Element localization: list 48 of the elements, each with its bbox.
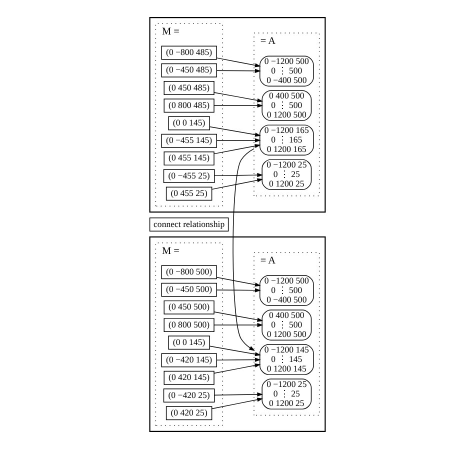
arrow — [213, 322, 263, 328]
arrow — [214, 172, 263, 178]
arrow — [216, 68, 260, 73]
arrow — [214, 392, 263, 397]
arrow — [216, 58, 260, 68]
node-box: (0 0 145) — [168, 116, 210, 130]
node-box: 0 −1200 25 0 ⋮ 25 0 1200 25 — [261, 378, 312, 410]
arrow — [213, 92, 263, 102]
arrow — [213, 104, 263, 108]
node-box: (0 420 25) — [165, 406, 212, 420]
node-box: 0 −1200 500 0 ⋮ 500 0 −400 500 — [259, 56, 314, 87]
node-box: 0 −1200 145 0 ⋮ 145 0 1200 145 — [259, 344, 314, 375]
node-box: 0 −1200 165 0 ⋮ 165 0 1200 165 — [259, 124, 314, 156]
node-box: (0 −450 485) — [160, 63, 216, 78]
node-box: (0 450 500) — [163, 300, 214, 314]
cluster — [148, 236, 326, 432]
arrow — [213, 312, 263, 322]
arrow — [213, 144, 260, 154]
node-box: (0 420 145) — [163, 370, 214, 385]
node-box: (0 −455 145) — [160, 134, 216, 148]
node-box: (0 455 145) — [163, 151, 214, 166]
arrow — [208, 126, 260, 137]
node-box: (0 455 25) — [165, 186, 212, 201]
arrow — [208, 346, 260, 356]
node-box: 0 400 500 0 ⋮ 500 0 1200 500 — [261, 90, 312, 122]
node-box: (0 −800 485) — [160, 46, 216, 60]
node-box: (0 800 500) — [163, 318, 214, 332]
node-box: (0 −800 500) — [160, 265, 216, 280]
cluster — [148, 17, 326, 213]
node-box: (0 −420 25) — [162, 388, 214, 402]
node-box: (0 −455 25) — [162, 169, 214, 184]
arrow — [216, 138, 260, 142]
arrow — [216, 358, 260, 362]
arrow — [232, 148, 254, 352]
node-box: 0 400 500 0 ⋮ 500 0 1200 500 — [261, 310, 312, 340]
node-box: 0 −1200 25 0 ⋮ 25 0 1200 25 — [261, 159, 312, 190]
node-box: 0 −1200 500 0 ⋮ 500 0 −400 500 — [259, 275, 314, 306]
arrow — [216, 288, 260, 292]
arrow — [216, 277, 260, 287]
node-box: (0 800 485) — [163, 98, 214, 113]
node-box: (0 0 145) — [168, 336, 210, 350]
arrow — [210, 398, 263, 410]
arrow — [213, 363, 260, 374]
node-box: connect relationship — [148, 218, 228, 232]
node-box: (0 −450 500) — [160, 282, 216, 297]
node-box: (0 −420 145) — [160, 353, 216, 368]
node-box: (0 450 485) — [163, 81, 214, 95]
arrow — [210, 178, 263, 190]
